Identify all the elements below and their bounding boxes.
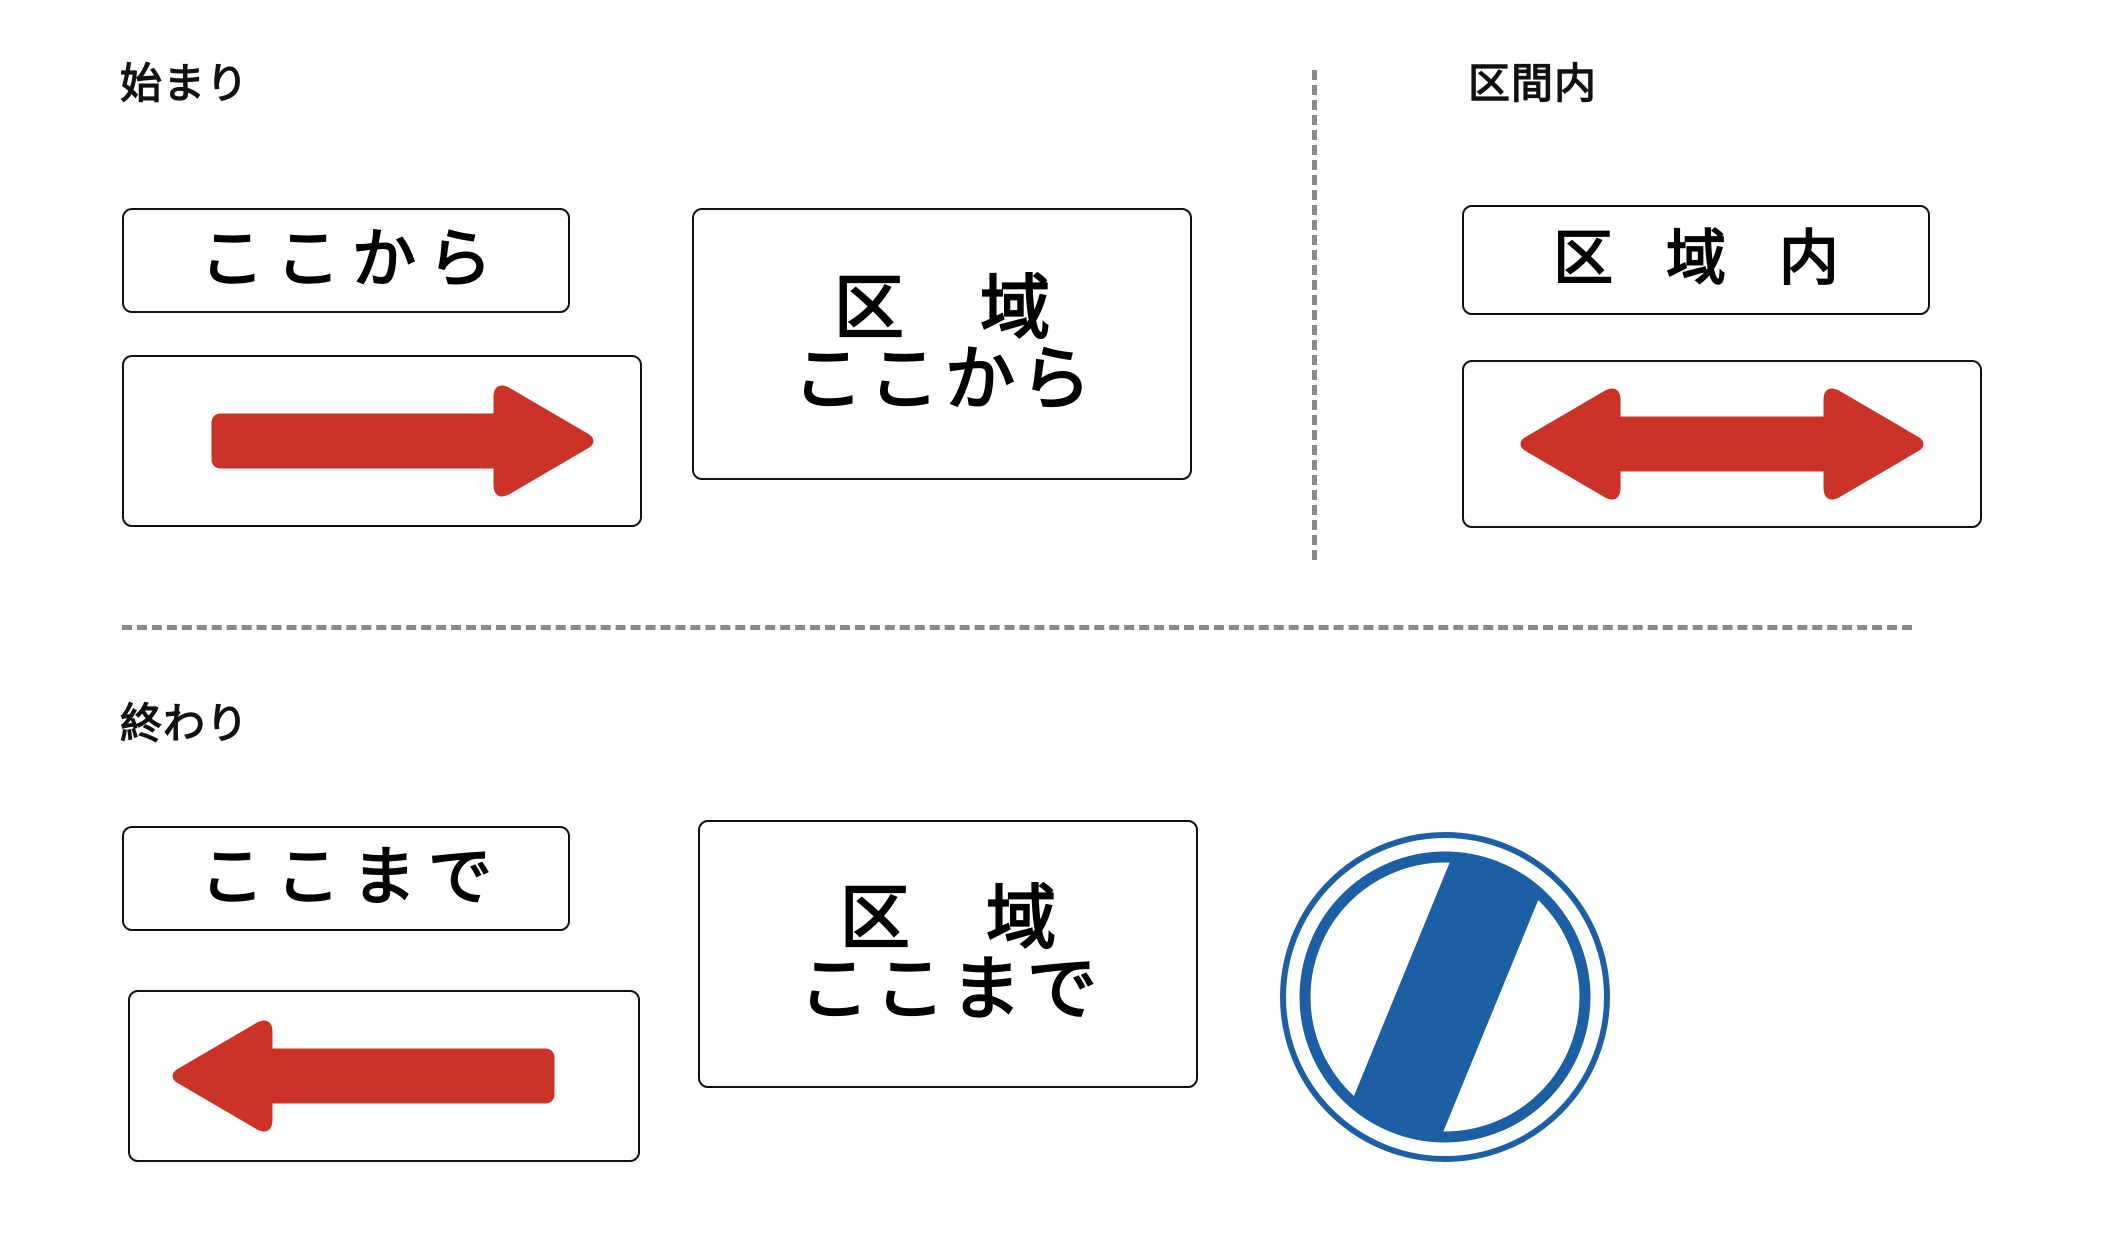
sign-within-area-text[interactable]: 区 域 内 [1462, 205, 1930, 315]
left-arrow-icon [172, 1020, 555, 1132]
sign-area-end-label: 区 域 ここまで [793, 876, 1103, 1030]
sign-area-start[interactable]: 区 域 ここから [692, 208, 1192, 480]
section-title-start: 始まり [120, 60, 250, 107]
sign-area-end-line2: ここまで [799, 948, 1103, 1030]
sign-start-right-arrow[interactable] [122, 355, 642, 527]
sign-area-start-line2: ここから [793, 338, 1097, 420]
horizontal-divider [122, 625, 1912, 630]
right-arrow-icon [211, 385, 594, 497]
section-title-end: 終わり [120, 700, 250, 747]
sign-end-left-arrow[interactable] [128, 990, 640, 1162]
vertical-divider [1312, 70, 1317, 560]
sign-within-double-arrow[interactable] [1462, 360, 1982, 528]
sign-area-start-label: 区 域 ここから [787, 266, 1097, 420]
sign-end-here-text[interactable]: ここまで [122, 826, 570, 931]
sign-area-start-line1: 区 域 [833, 266, 1077, 349]
end-of-restriction-icon [1280, 832, 1610, 1162]
sign-end-here-label: ここまで [200, 840, 504, 915]
sign-start-here-text[interactable]: ここから [122, 208, 570, 313]
double-arrow-icon [1520, 388, 1924, 500]
sign-area-end-line1: 区 域 [839, 876, 1083, 959]
sign-area-end[interactable]: 区 域 ここまで [698, 820, 1198, 1088]
sign-end-of-restriction[interactable] [1278, 830, 1612, 1164]
sign-start-here-label: ここから [200, 222, 504, 297]
section-title-within: 区間内 [1468, 60, 1598, 107]
sign-within-area-label: 区 域 内 [1553, 224, 1855, 295]
